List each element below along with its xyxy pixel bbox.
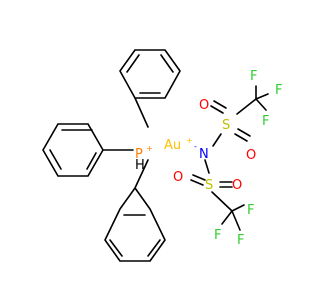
sulfonyl-group-top bbox=[210, 85, 269, 147]
bond bbox=[210, 100, 227, 114]
atom-fluorine-4: F bbox=[214, 228, 221, 243]
bond bbox=[204, 159, 210, 174]
atom-fluorine-2: F bbox=[275, 83, 282, 98]
atom-oxygen-2: O bbox=[246, 148, 256, 163]
charge-minus-n: - bbox=[194, 142, 197, 151]
bond bbox=[234, 128, 251, 142]
bond bbox=[219, 181, 233, 188]
phenyl-ring-top bbox=[119, 49, 181, 128]
sulfonyl-group-bottom bbox=[190, 159, 245, 231]
bond bbox=[211, 191, 233, 212]
atom-fluorine-6: F bbox=[237, 233, 244, 248]
atom-fluorine-5: F bbox=[247, 203, 254, 218]
charge-plus-au: + bbox=[186, 136, 193, 145]
atom-phosphorus: P bbox=[135, 147, 143, 162]
bond bbox=[42, 123, 134, 177]
bond bbox=[190, 174, 206, 186]
bond bbox=[49, 129, 97, 170]
bond bbox=[221, 204, 245, 231]
atom-oxygen-3: O bbox=[173, 170, 183, 185]
molecule-structure: P + H Au + N - S S O O O O F F F F F F bbox=[42, 49, 282, 262]
atom-fluorine-3: F bbox=[262, 114, 269, 129]
bond bbox=[236, 98, 257, 115]
atom-oxygen-4: O bbox=[232, 178, 242, 193]
atom-sulfur-1: S bbox=[222, 118, 230, 133]
atom-oxygen-1: O bbox=[199, 98, 209, 113]
atom-sulfur-2: S bbox=[205, 178, 213, 193]
bond bbox=[109, 214, 161, 257]
phenyl-ring-bottom bbox=[104, 159, 166, 262]
phenyl-ring-left bbox=[42, 123, 134, 177]
atom-hydrogen: H bbox=[135, 158, 145, 173]
atom-gold: Au bbox=[164, 138, 181, 153]
bond bbox=[126, 54, 174, 94]
charge-plus-p: + bbox=[146, 144, 153, 153]
bond bbox=[104, 159, 166, 262]
bond bbox=[212, 133, 222, 147]
atom-labels: P + H Au + N - S S O O O O F F F F F F bbox=[135, 69, 282, 248]
atom-nitrogen: N bbox=[199, 147, 209, 162]
atom-fluorine-1: F bbox=[250, 69, 257, 84]
bond bbox=[119, 49, 181, 128]
bond bbox=[255, 85, 269, 111]
